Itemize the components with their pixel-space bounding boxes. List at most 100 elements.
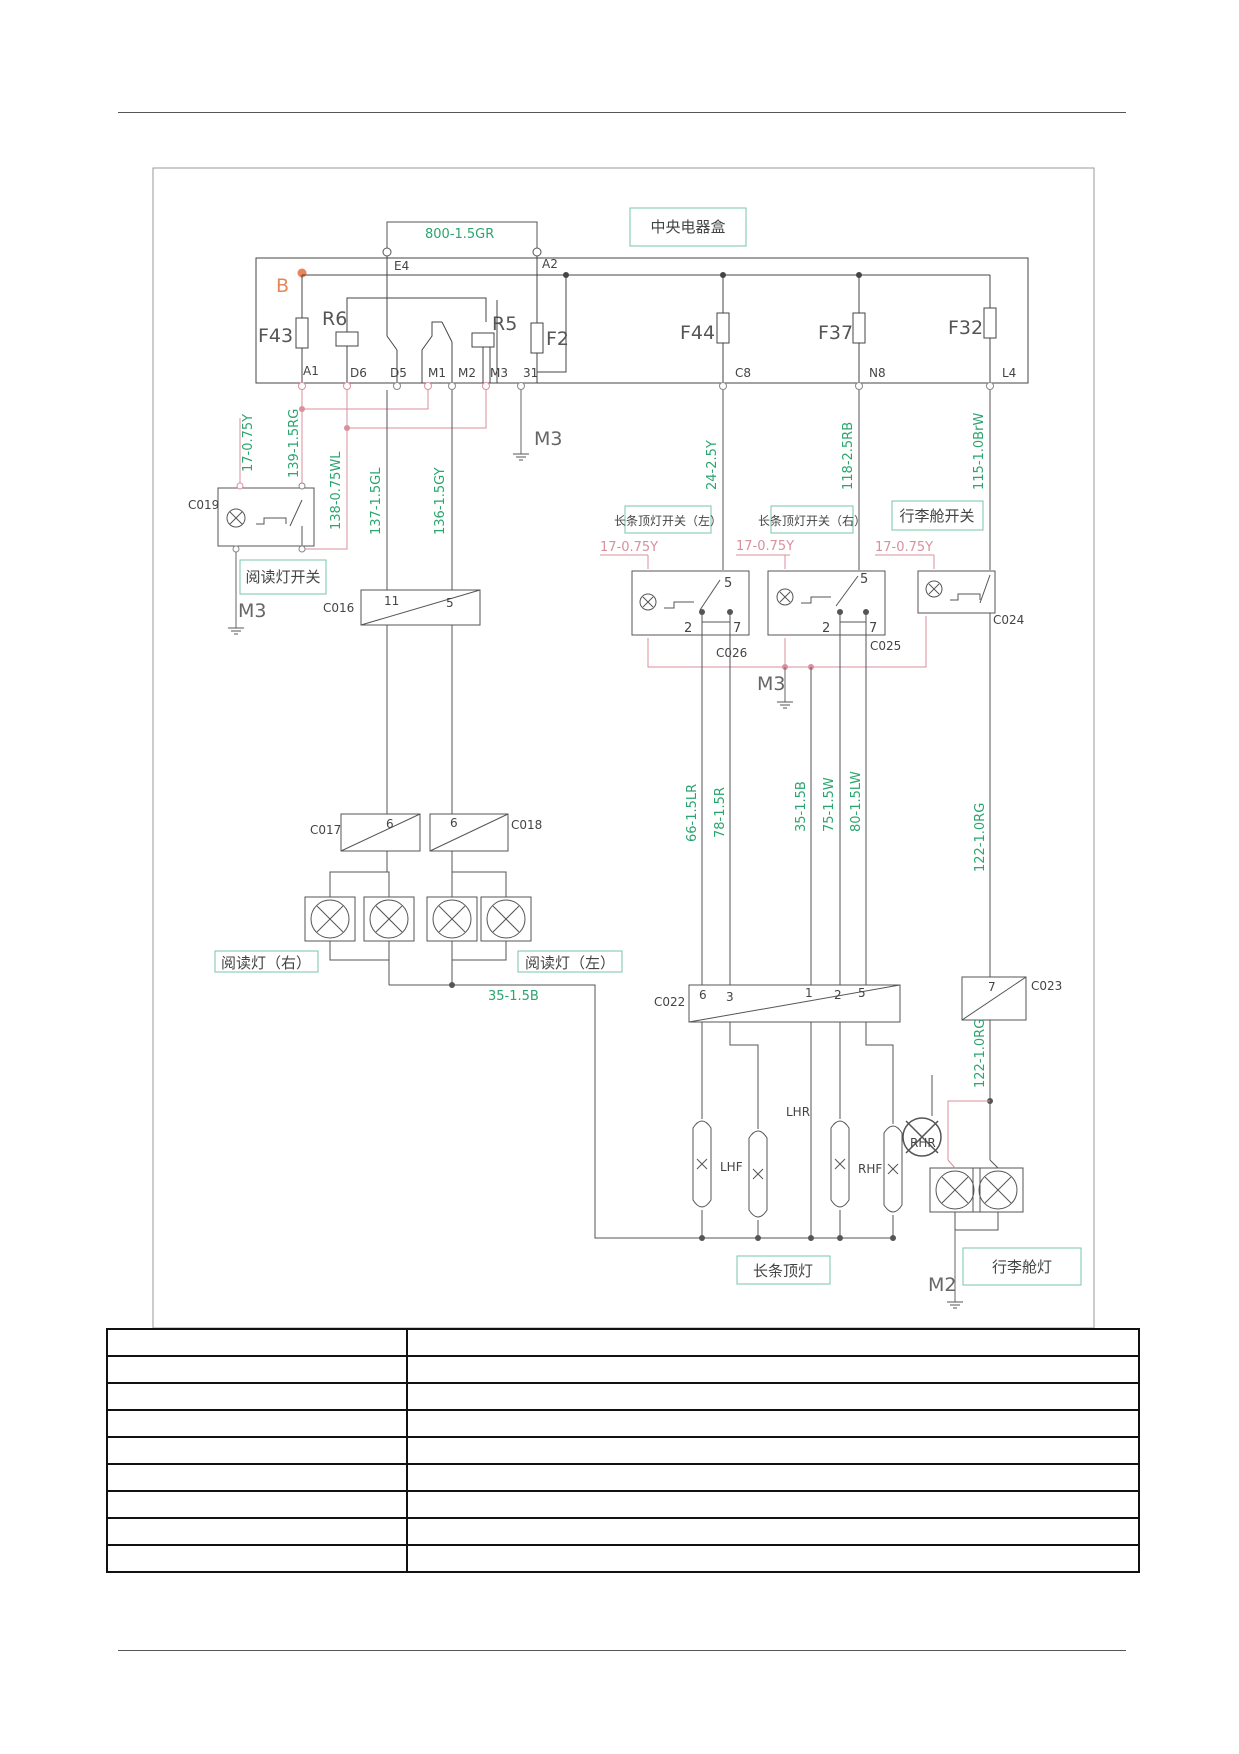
relay-r6-coil bbox=[335, 331, 359, 347]
c022-label: C022 bbox=[654, 995, 685, 1009]
reading-lamps-icon bbox=[304, 896, 532, 942]
table-cell-value bbox=[406, 1355, 1140, 1384]
trunk-sw-frame bbox=[891, 500, 984, 531]
reading-right-frame bbox=[214, 950, 319, 973]
fuse-f37-label: F37 bbox=[818, 322, 853, 344]
c023-pin-7: 7 bbox=[988, 980, 996, 994]
wire-17a: 17-0.75Y bbox=[600, 540, 658, 555]
central-box-title: 中央电器盒 bbox=[650, 218, 725, 236]
wire-17-left: 17-0.75Y bbox=[241, 414, 256, 472]
c026-pin-2: 2 bbox=[684, 621, 692, 636]
pin-31: 31 bbox=[523, 366, 538, 380]
table-row bbox=[106, 1490, 1140, 1519]
c026-pin-7: 7 bbox=[733, 621, 741, 636]
table-cell-label bbox=[106, 1382, 408, 1411]
fuse-f32-label: F32 bbox=[948, 317, 983, 339]
table-cell-value bbox=[406, 1409, 1140, 1438]
c019-lamp-icon bbox=[226, 508, 246, 528]
wire-35b: 35-1.5B bbox=[488, 989, 539, 1004]
wire-122a: 122-1.0RG bbox=[973, 803, 988, 872]
trunk-lamps-icon bbox=[929, 1167, 1024, 1213]
ground-m2: M2 bbox=[928, 1274, 956, 1296]
table-cell-value bbox=[406, 1436, 1140, 1465]
pin-e4: E4 bbox=[394, 259, 409, 273]
table-cell-label bbox=[106, 1328, 408, 1357]
central-box bbox=[255, 257, 1029, 384]
pin-a2: A2 bbox=[542, 257, 558, 271]
c016-pin-11: 11 bbox=[384, 594, 399, 608]
wire-137: 137-1.5GL bbox=[369, 467, 384, 535]
table-cell-label bbox=[106, 1544, 408, 1573]
sw-left-label: 长条顶灯开关（左） bbox=[614, 513, 722, 528]
sw-right-label: 长条顶灯开关（右） bbox=[758, 513, 866, 528]
c019-label: C019 bbox=[188, 498, 219, 512]
c025-switch bbox=[767, 570, 886, 636]
pin-d5: D5 bbox=[390, 366, 407, 380]
table-cell-label bbox=[106, 1463, 408, 1492]
table-cell-label bbox=[106, 1490, 408, 1519]
c022-connector bbox=[688, 984, 901, 1023]
pin-c8: C8 bbox=[735, 366, 751, 380]
c022-pin-6: 6 bbox=[699, 988, 707, 1002]
wire-136: 136-1.5GY bbox=[433, 467, 448, 535]
wire-80: 80-1.5LW bbox=[849, 771, 864, 832]
pin-d6: D6 bbox=[350, 366, 367, 380]
table-cell-label bbox=[106, 1436, 408, 1465]
fuse-f43 bbox=[295, 317, 309, 349]
fuse-f2-label: F2 bbox=[546, 328, 569, 350]
c016-pin-5: 5 bbox=[446, 596, 454, 610]
table-row bbox=[106, 1409, 1140, 1438]
c018-connector bbox=[429, 813, 509, 852]
trunk-lamp-label: 行李舱灯 bbox=[992, 1258, 1052, 1276]
fuse-f44 bbox=[716, 312, 730, 344]
rhr-label: RHR bbox=[910, 1136, 936, 1150]
table-cell-value bbox=[406, 1544, 1140, 1573]
c026-label: C026 bbox=[716, 646, 747, 660]
fuse-f43-label: F43 bbox=[258, 325, 293, 347]
sw-right-frame bbox=[770, 505, 854, 534]
table-cell-label bbox=[106, 1355, 408, 1384]
table-cell-value bbox=[406, 1517, 1140, 1546]
c019-switch bbox=[217, 487, 315, 547]
wire-800 bbox=[386, 221, 538, 252]
ground-m3-left: M3 bbox=[238, 600, 266, 622]
fuse-f2 bbox=[530, 322, 544, 354]
table-cell-value bbox=[406, 1328, 1140, 1357]
c017-connector bbox=[340, 813, 421, 852]
reading-switch-label-frame bbox=[239, 559, 327, 595]
wire-115: 115-1.0BrW bbox=[972, 413, 987, 490]
relay-r5-coil bbox=[471, 332, 495, 348]
reading-switch-label: 阅读灯开关 bbox=[245, 568, 320, 586]
wire-17b: 17-0.75Y bbox=[736, 539, 794, 554]
battery-label: B bbox=[276, 275, 289, 297]
c023-connector bbox=[961, 976, 1027, 1021]
c024-label: C024 bbox=[993, 613, 1024, 627]
wire-24: 24-2.5Y bbox=[705, 440, 720, 490]
c017-pin-6: 6 bbox=[386, 817, 394, 831]
c016-label: C016 bbox=[323, 601, 354, 615]
rhr-crossed-icon bbox=[902, 1075, 942, 1157]
footer-rule bbox=[118, 1650, 1126, 1651]
c017-label: C017 bbox=[310, 823, 341, 837]
wire-800-label: 800-1.5GR bbox=[425, 227, 494, 242]
lhr-label: LHR bbox=[786, 1105, 810, 1119]
c022-pin-2: 2 bbox=[834, 988, 842, 1002]
table-row bbox=[106, 1382, 1140, 1411]
reading-left-frame bbox=[517, 950, 623, 973]
ground-m3-mid: M3 bbox=[757, 673, 785, 695]
pin-a1: A1 bbox=[303, 364, 319, 378]
trunk-lamp-frame bbox=[962, 1247, 1082, 1286]
pin-m1: M1 bbox=[428, 366, 446, 380]
wire-138: 138-0.75WL bbox=[329, 451, 344, 530]
table-row bbox=[106, 1517, 1140, 1546]
fuse-f37 bbox=[852, 312, 866, 344]
long-lamp-label: 长条顶灯 bbox=[753, 1262, 813, 1280]
c018-label: C018 bbox=[511, 818, 542, 832]
trunk-sw-label: 行李舱开关 bbox=[899, 507, 974, 525]
rhf-label: RHF bbox=[858, 1162, 882, 1176]
pin-m2: M2 bbox=[458, 366, 476, 380]
diagram-frame bbox=[152, 167, 1095, 1328]
ground-m3-top: M3 bbox=[534, 428, 562, 450]
c018-pin-6: 6 bbox=[450, 816, 458, 830]
table-row bbox=[106, 1436, 1140, 1465]
